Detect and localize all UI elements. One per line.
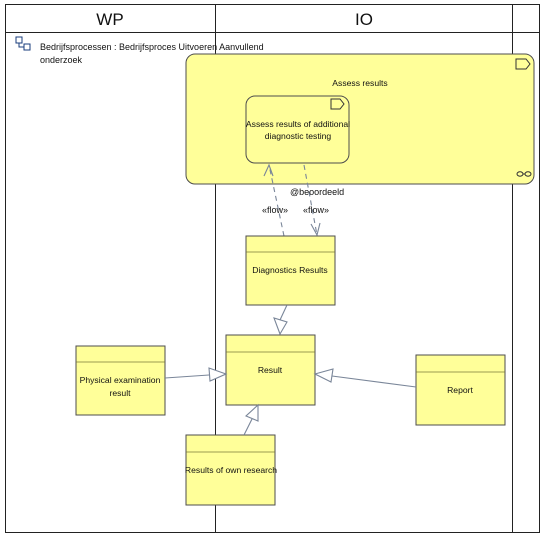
generalization-physical-to-result[interactable]	[164, 367, 228, 382]
assess-results-process[interactable]: Assess results	[185, 53, 535, 185]
generalization-arrowhead	[273, 317, 288, 336]
own-research-label: Results of own research	[185, 465, 277, 475]
physical-examination-label-line1: Physical examination	[80, 375, 161, 385]
physical-examination-object[interactable]: Physical examination result	[75, 345, 166, 416]
assess-additional-process[interactable]: Assess results of additional diagnostic …	[245, 95, 350, 164]
flow-arrowhead-up	[263, 163, 274, 177]
process-arrow-icon	[515, 58, 531, 70]
report-object[interactable]: Report	[415, 354, 506, 426]
tagged-value-label: @beoordeeld	[290, 187, 344, 197]
result-label: Result	[258, 365, 283, 375]
generalization-research-to-result[interactable]	[243, 403, 259, 436]
assess-results-label: Assess results	[332, 78, 387, 88]
generalization-report-to-result[interactable]	[313, 368, 417, 388]
flow-relations[interactable]: «flow» «flow» @beoordeeld	[262, 163, 344, 237]
process-reference-label-line2: onderzoek	[40, 55, 83, 65]
assess-additional-label-line2: diagnostic testing	[265, 131, 332, 141]
generalization-diagnostics-to-result[interactable]	[273, 304, 288, 336]
flow-label-left: «flow»	[262, 205, 288, 215]
own-research-object[interactable]: Results of own research	[185, 434, 277, 506]
diagnostics-results-object[interactable]: Diagnostics Results	[245, 235, 336, 306]
physical-examination-label-line2: result	[109, 388, 131, 398]
flow-label-right: «flow»	[303, 205, 329, 215]
assess-additional-label-line1: Assess results of additional	[246, 119, 350, 129]
lane-frame	[5, 4, 540, 533]
generalization-arrowhead	[313, 368, 334, 383]
process-reference-label-line1: Bedrijfsprocessen : Bedrijfsproces Uitvo…	[40, 42, 264, 52]
process-reference[interactable]: Bedrijfsprocessen : Bedrijfsproces Uitvo…	[15, 36, 264, 65]
link-icon	[516, 171, 532, 177]
diagnostics-results-label: Diagnostics Results	[252, 265, 327, 275]
report-label: Report	[447, 385, 473, 395]
flow-arrowhead-down	[310, 222, 321, 237]
generalization-arrowhead	[244, 403, 259, 422]
lane-title-wp[interactable]: WP	[96, 10, 123, 29]
lane-title-io[interactable]: IO	[355, 10, 373, 29]
process-group-icon	[15, 36, 31, 51]
result-object[interactable]: Result	[225, 334, 316, 406]
process-arrow-icon	[330, 98, 345, 110]
generalization-arrowhead	[208, 367, 228, 382]
flow-edge-up[interactable]	[268, 164, 285, 237]
flow-edge-down[interactable]	[303, 164, 318, 236]
